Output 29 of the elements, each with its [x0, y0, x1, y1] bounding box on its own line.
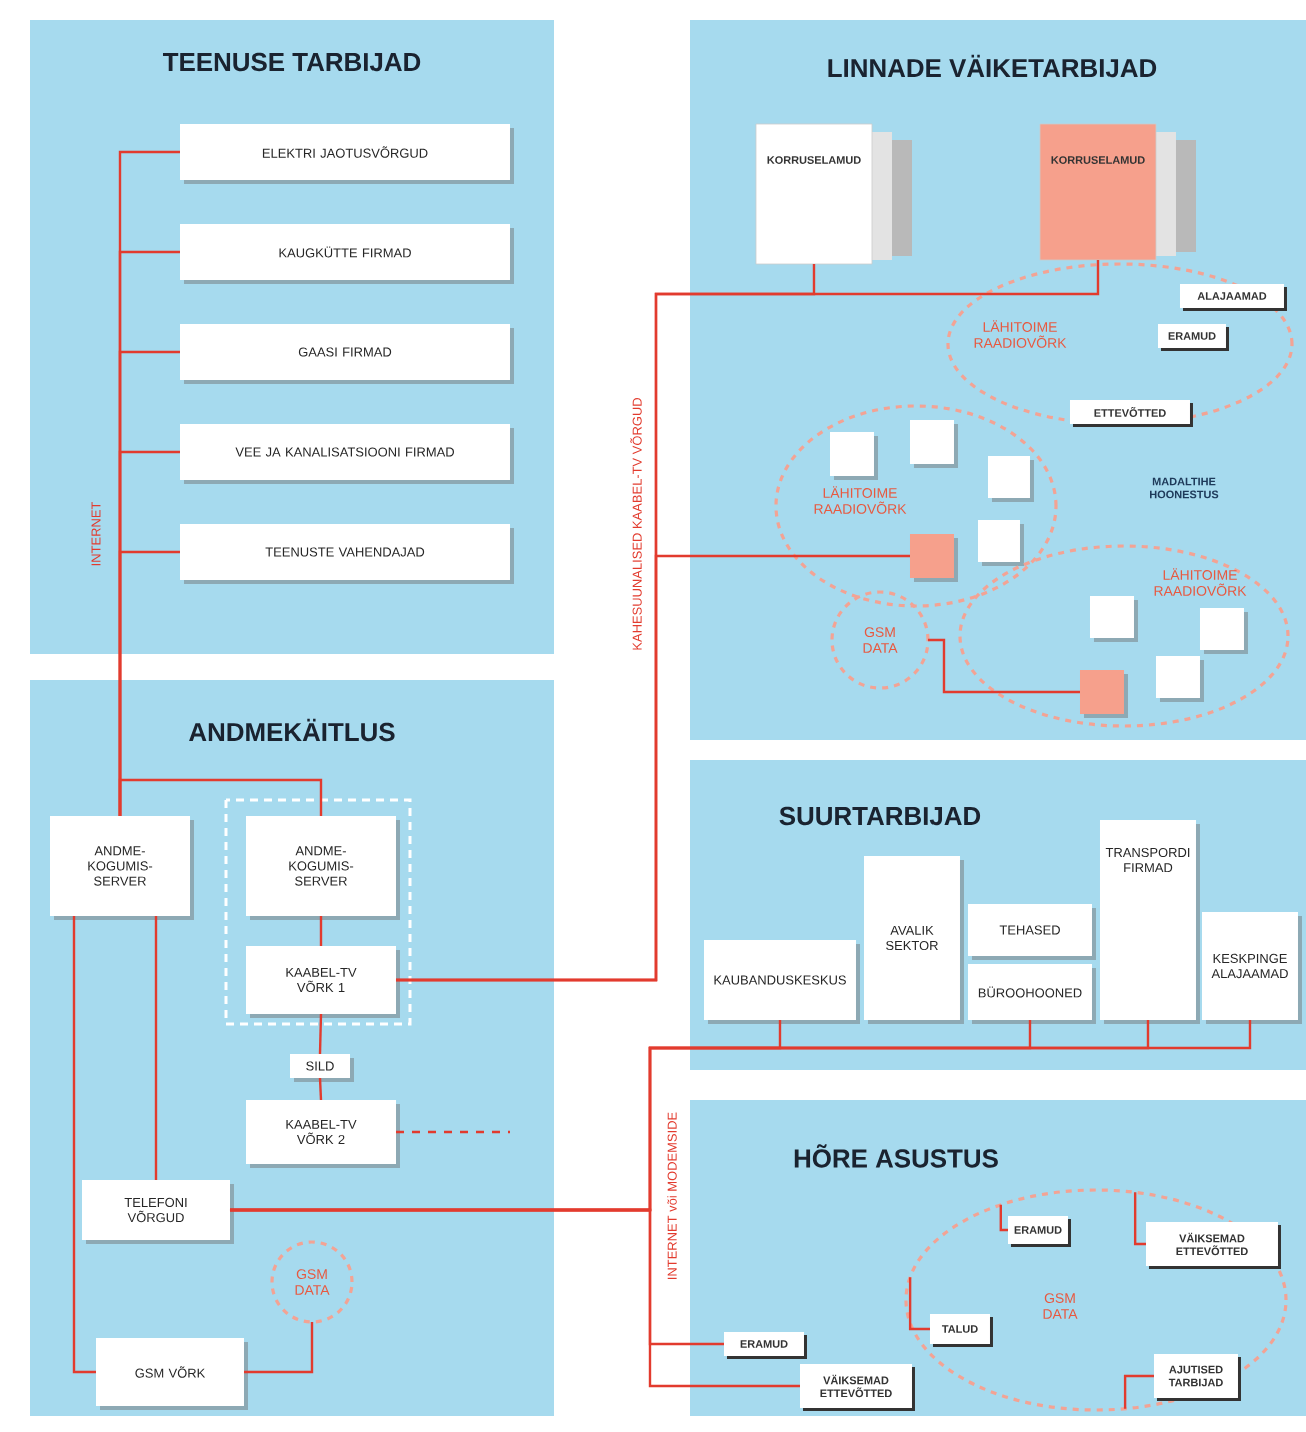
connector-line: [999, 1204, 1008, 1232]
connector-line: [318, 1014, 323, 1055]
house-square: [830, 432, 878, 480]
panel-heading: SUURTARBIJAD: [779, 806, 981, 826]
connector-line: [928, 638, 1080, 694]
connector-line: [154, 916, 158, 1180]
connector-line: [118, 778, 323, 816]
connector-line: [319, 916, 323, 946]
connector-line: [318, 1077, 323, 1101]
connector-line: [230, 1208, 800, 1388]
panel-heading: LINNADE VÄIKETARBIJAD: [828, 54, 1157, 78]
house-square: [1090, 596, 1138, 642]
panel-heading: HÕRE ASUSTUS: [794, 1144, 998, 1168]
connector-line: [396, 1130, 510, 1134]
connector-line: [244, 1322, 314, 1374]
connector-line: [908, 1277, 930, 1331]
house-square: [910, 534, 958, 582]
house-square: [910, 420, 958, 468]
connector-line: [1123, 1374, 1154, 1409]
panel-heading: ANDMEKÄITLUS: [189, 718, 395, 742]
panel-heading: TEENUSE TARBIJAD: [163, 52, 421, 72]
house-square: [978, 520, 1024, 566]
connector-line: [396, 554, 910, 982]
house-square: [1080, 670, 1128, 718]
house-square: [1200, 608, 1248, 654]
house-square: [1156, 656, 1204, 702]
connector-line: [1133, 1192, 1146, 1246]
house-square: [988, 456, 1034, 502]
connector-line: [72, 916, 96, 1374]
